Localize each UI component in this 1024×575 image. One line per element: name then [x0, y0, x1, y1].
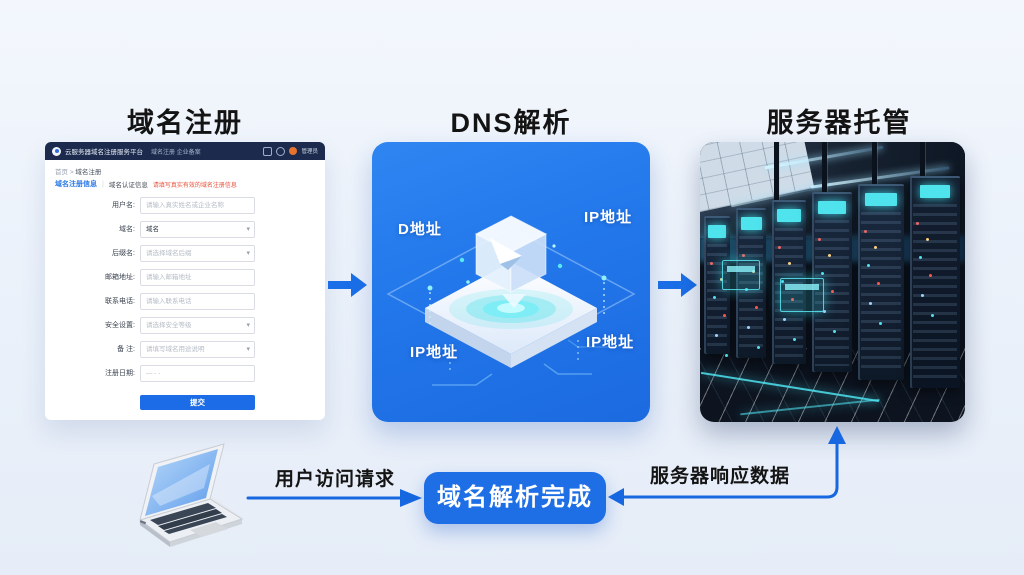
chevron-down-icon: ▾ — [246, 346, 250, 353]
field-label: 后缀名: — [112, 250, 135, 257]
section-title-dns: DNS解析 — [450, 108, 572, 138]
field-label: 用户名: — [112, 202, 135, 209]
submit-button[interactable]: 提交 — [140, 395, 255, 410]
request-arrow — [246, 489, 422, 507]
server-rack — [736, 208, 766, 358]
header-nav[interactable]: 域名注册 企业备案 — [151, 149, 201, 156]
help-icon[interactable] — [276, 146, 286, 156]
breadcrumb-separator: > — [69, 169, 74, 176]
form-row: 后缀名: 请选择域名后缀 ▾ — [45, 245, 325, 262]
field-placeholder: 请输入真实姓名或企业名称 — [146, 202, 224, 209]
field-label: 联系电话: — [105, 298, 135, 305]
suffix-select[interactable]: 请选择域名后缀 ▾ — [140, 245, 255, 262]
arrow-right-icon — [328, 273, 367, 297]
field-placeholder: 请填写域名用途说明 — [146, 346, 205, 353]
chevron-down-icon: ▾ — [246, 322, 250, 329]
arrow-right-icon — [658, 273, 697, 297]
cable-tray — [774, 142, 779, 208]
form-row: 备 注: 请填写域名用途说明 ▾ — [45, 341, 325, 358]
window-header: 云服务器域名注册服务平台 域名注册 企业备案 管理员 — [45, 142, 325, 160]
remark-select[interactable]: 请填写域名用途说明 ▾ — [140, 341, 255, 358]
server-room-image — [700, 142, 965, 422]
field-placeholder: 请选择域名后缀 — [146, 250, 192, 257]
tab-divider: | — [102, 180, 104, 188]
holographic-screen — [780, 278, 824, 312]
form-row: 邮箱地址: 请输入邮箱地址 — [45, 269, 325, 286]
cable-tray — [822, 142, 827, 200]
user-name: 管理员 — [301, 149, 318, 155]
server-rack — [772, 200, 806, 364]
dns-label-ip-top-right: IP地址 — [584, 209, 633, 226]
phone-field[interactable]: 请输入联系电话 — [140, 293, 255, 310]
domain-select[interactable]: 域名 ▾ — [140, 221, 255, 238]
server-rack — [910, 176, 960, 388]
field-value: — - - — [146, 370, 161, 377]
form-notice: 请填写真实有效的域名注册信息 — [152, 182, 237, 189]
laptop-icon — [138, 443, 244, 547]
field-placeholder: 请选择安全等级 — [146, 322, 192, 329]
avatar[interactable] — [289, 147, 298, 155]
field-value: 域名 — [146, 226, 159, 233]
section-title-registration: 域名注册 — [127, 108, 243, 138]
tab-verification-info[interactable]: 域名认证信息 — [108, 182, 148, 189]
dns-card: D地址 IP地址 IP地址 IP地址 — [372, 142, 650, 422]
notification-icon[interactable] — [263, 146, 273, 156]
server-rack — [858, 184, 904, 380]
field-label: 备 注: — [117, 346, 135, 353]
holographic-screen — [722, 260, 760, 290]
field-label: 注册日期: — [105, 370, 135, 377]
form-row: 安全设置: 请选择安全等级 ▾ — [45, 317, 325, 334]
request-label: 用户访问请求 — [274, 469, 395, 490]
field-label: 域名: — [119, 226, 135, 233]
cable-tray — [920, 142, 925, 184]
form-row: 用户名: 请输入真实姓名或企业名称 — [45, 197, 325, 214]
brand-text: 云服务器域名注册服务平台 — [65, 149, 143, 156]
form-tabs: 域名注册信息 | 域名认证信息 请填写真实有效的域名注册信息 — [55, 179, 237, 190]
dns-illustration — [386, 215, 636, 386]
field-label: 安全设置: — [105, 322, 135, 329]
dns-label-ip-bottom-right: IP地址 — [586, 334, 635, 351]
username-field[interactable]: 请输入真实姓名或企业名称 — [140, 197, 255, 214]
server-rack — [812, 192, 852, 372]
field-label: 邮箱地址: — [105, 274, 135, 281]
security-select[interactable]: 请选择安全等级 ▾ — [140, 317, 255, 334]
dns-label-ip-bottom-left: IP地址 — [410, 344, 459, 361]
tab-registration-info[interactable]: 域名注册信息 — [55, 181, 97, 188]
breadcrumb-home[interactable]: 首页 — [55, 169, 68, 176]
resolution-complete-box: 域名解析完成 — [424, 472, 606, 524]
field-placeholder: 请输入联系电话 — [146, 298, 192, 305]
section-title-hosting: 服务器托管 — [766, 108, 912, 138]
field-placeholder: 请输入邮箱地址 — [146, 274, 192, 281]
email-field[interactable]: 请输入邮箱地址 — [140, 269, 255, 286]
registration-window: 云服务器域名注册服务平台 域名注册 企业备案 管理员 首页 > 域名注册 域名注… — [45, 142, 325, 420]
chevron-down-icon: ▾ — [246, 226, 250, 233]
form-row: 域名: 域名 ▾ — [45, 221, 325, 238]
response-arrow — [608, 426, 846, 506]
breadcrumb: 首页 > 域名注册 — [55, 166, 101, 176]
date-field[interactable]: — - - — [140, 365, 255, 382]
breadcrumb-current: 域名注册 — [75, 169, 102, 176]
logo-icon — [52, 146, 61, 156]
response-label: 服务器响应数据 — [649, 466, 790, 487]
form-row: 联系电话: 请输入联系电话 — [45, 293, 325, 310]
dns-label-d-address: D地址 — [398, 221, 442, 238]
cable-tray — [872, 142, 877, 192]
form-row: 注册日期: — - - — [45, 365, 325, 382]
chevron-down-icon: ▾ — [246, 250, 250, 257]
